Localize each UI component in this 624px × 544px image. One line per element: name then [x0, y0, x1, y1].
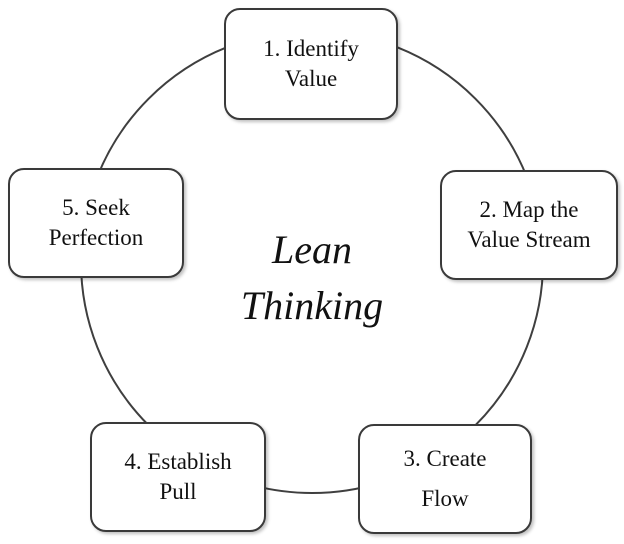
center-title-line-1: Lean: [272, 227, 352, 272]
step-box-establish-pull: 4. Establish Pull: [90, 422, 266, 532]
center-title-line-2: Thinking: [240, 283, 384, 328]
step-box-identify-value: 1. Identify Value: [224, 8, 398, 120]
step-3-line-1: 3. Create: [403, 446, 487, 471]
step-5-line-2: Perfection: [48, 225, 144, 250]
step-5-line-1: 5. Seek: [62, 195, 130, 220]
step-2-line-2: Value Stream: [467, 227, 591, 252]
step-box-create-flow: 3. Create Flow: [358, 424, 532, 534]
step-1-line-2: Value: [284, 66, 338, 91]
step-4-line-2: Pull: [159, 479, 197, 504]
step-4-line-1: 4. Establish: [124, 449, 232, 474]
step-1-line-1: 1. Identify: [263, 36, 359, 61]
step-2-line-1: 2. Map the: [479, 197, 579, 222]
center-title: Lean Thinking: [212, 222, 412, 334]
step-3-line-2: Flow: [421, 486, 469, 511]
step-box-seek-perfection: 5. Seek Perfection: [8, 168, 184, 278]
step-box-map-value-stream: 2. Map the Value Stream: [440, 170, 618, 280]
